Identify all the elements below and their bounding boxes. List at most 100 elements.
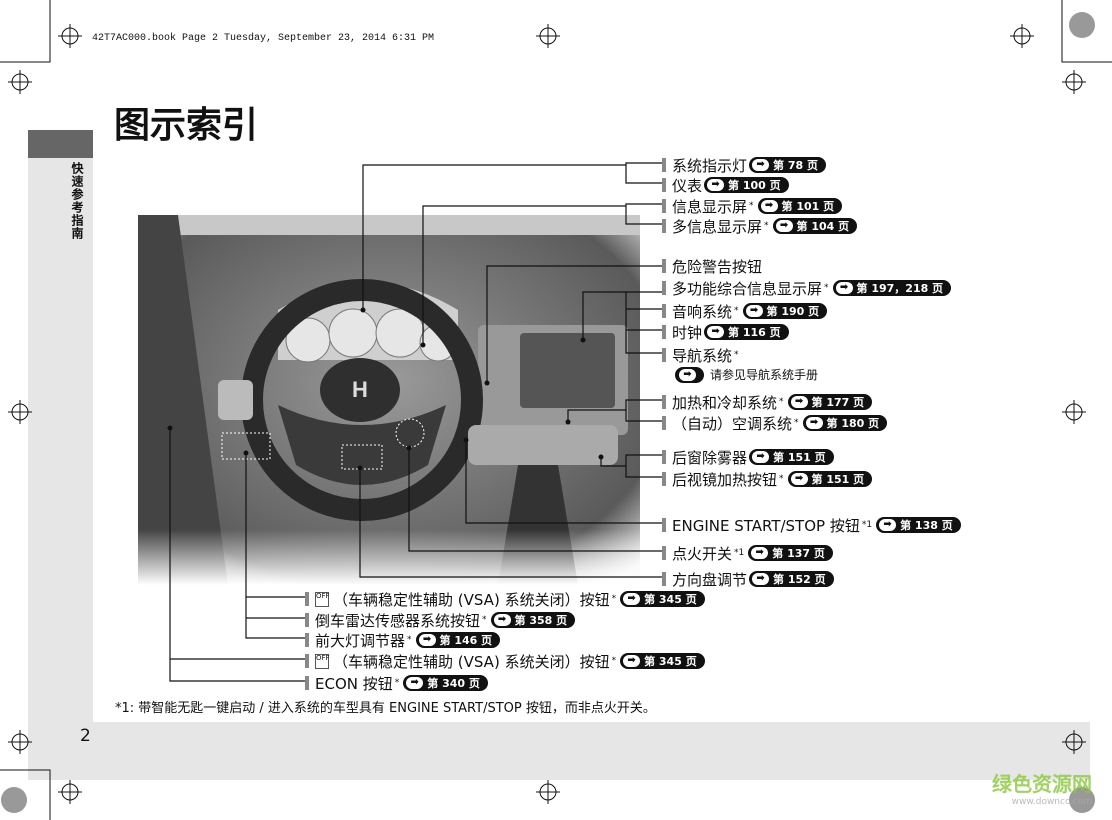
callout-label: OFF（车辆稳定性辅助 (VSA) 系统关闭）按钮*➡第 345 页 — [305, 651, 705, 671]
label-text: 系统指示灯 — [672, 156, 748, 175]
page-ref-link[interactable]: ➡第 116 页 — [704, 324, 789, 340]
arrow-right-icon: ➡ — [790, 473, 808, 485]
label-text: （自动）空调系统 — [672, 414, 793, 433]
callout-label: 多功能综合信息显示屏*➡第 197，218 页 — [662, 278, 952, 298]
footnote-marker: * — [779, 397, 784, 407]
callout-label: ECON 按钮*➡第 340 页 — [305, 673, 488, 693]
arrow-right-icon: ➡ — [790, 396, 808, 408]
page-ref-text: 第 190 页 — [766, 305, 820, 318]
label-marker — [305, 592, 309, 606]
callout-label: 信息显示屏*➡第 101 页 — [662, 196, 843, 216]
page-ref-link[interactable]: ➡第 100 页 — [704, 177, 789, 193]
arrow-right-icon: ➡ — [493, 614, 511, 626]
page-ref-link[interactable]: ➡第 104 页 — [772, 218, 858, 234]
label-text: 导航系统 — [672, 346, 733, 365]
label-text: 加热和冷却系统 — [672, 393, 778, 412]
label-text: 后窗除雾器 — [672, 448, 748, 467]
arrow-right-icon: ➡ — [623, 593, 641, 605]
page-ref-text: 第 197，218 页 — [856, 282, 944, 295]
arrow-right-icon: ➡ — [418, 634, 436, 646]
page-ref-link[interactable]: ➡第 78 页 — [749, 157, 826, 173]
page-ref-text: 第 146 页 — [439, 634, 493, 647]
callout-label: 危险警告按钮 — [662, 256, 762, 276]
callout-label: OFF（车辆稳定性辅助 (VSA) 系统关闭）按钮*➡第 345 页 — [305, 589, 705, 609]
page-ref-text: 第 78 页 — [773, 159, 818, 172]
callout-label: 前大灯调节器*➡第 146 页 — [305, 630, 501, 650]
label-marker — [662, 281, 666, 295]
nav-sub-text: 请参见导航系统手册 — [710, 368, 819, 382]
dashboard-illustration: H — [138, 215, 640, 585]
footnote-marker: *1 — [861, 520, 873, 530]
label-text: 点火开关 — [672, 544, 733, 563]
page-ref-link[interactable]: ➡第 180 页 — [802, 415, 888, 431]
label-text: ENGINE START/STOP 按钮 — [672, 516, 860, 535]
page-ref-link[interactable]: ➡第 197，218 页 — [832, 280, 952, 296]
label-marker — [662, 325, 666, 339]
page-ref-link[interactable]: ➡第 177 页 — [787, 394, 873, 410]
arrow-right-icon: ➡ — [760, 200, 778, 212]
page-ref-link[interactable]: ➡第 101 页 — [757, 198, 843, 214]
arrow-right-icon: ➡ — [623, 655, 641, 667]
page-ref-text: 第 101 页 — [781, 200, 835, 213]
footnote-marker: * — [407, 635, 412, 645]
label-marker — [662, 199, 666, 213]
page-ref-link[interactable]: ➡第 152 页 — [749, 571, 834, 587]
page-ref-link[interactable]: ➡第 345 页 — [620, 591, 705, 607]
arrow-right-icon: ➡ — [707, 326, 725, 338]
page-ref-link[interactable]: ➡第 190 页 — [742, 303, 828, 319]
label-marker — [662, 259, 666, 273]
page-ref-link[interactable]: ➡第 358 页 — [490, 612, 576, 628]
label-text: 时钟 — [672, 323, 703, 342]
footnote-marker: * — [734, 306, 739, 316]
arrow-right-icon: ➡ — [879, 519, 897, 531]
page-ref-text: 第 104 页 — [796, 220, 850, 233]
label-text: 方向盘调节 — [672, 570, 748, 589]
page-ref-link[interactable]: ➡第 345 页 — [620, 653, 705, 669]
label-marker — [662, 546, 666, 560]
callout-label: （自动）空调系统*➡第 180 页 — [662, 413, 888, 433]
arrow-right-icon: ➡ — [805, 417, 823, 429]
footnote-marker: * — [779, 474, 784, 484]
page-ref-text: 第 100 页 — [728, 179, 781, 192]
arrow-right-icon: ➡ — [751, 547, 769, 559]
page-ref-link[interactable]: ➡第 151 页 — [787, 471, 873, 487]
callout-label: 仪表➡第 100 页 — [662, 175, 789, 195]
label-text: 危险警告按钮 — [672, 257, 763, 276]
page-ref-text: 第 345 页 — [644, 655, 697, 668]
page-ref-text: 第 358 页 — [514, 614, 568, 627]
arrow-right-icon: ➡ — [752, 159, 770, 171]
label-marker — [662, 450, 666, 464]
label-marker — [662, 518, 666, 532]
page-ref-text: 第 345 页 — [644, 593, 697, 606]
callout-label: 导航系统* — [662, 345, 741, 365]
ref-pill[interactable]: ➡ — [675, 366, 704, 383]
callout-label: 加热和冷却系统*➡第 177 页 — [662, 392, 873, 412]
label-text: 倒车雷达传感器系统按钮 — [315, 611, 481, 630]
page-ref-link[interactable]: ➡第 151 页 — [749, 449, 834, 465]
arrow-right-icon: ➡ — [679, 368, 696, 381]
footnote-marker: * — [611, 594, 617, 604]
sidebar-tab — [28, 130, 93, 158]
page-ref-link[interactable]: ➡第 146 页 — [415, 632, 501, 648]
page-ref-link[interactable]: ➡第 340 页 — [403, 675, 488, 691]
page-ref-link[interactable]: ➡第 138 页 — [876, 517, 961, 533]
label-marker — [305, 676, 309, 690]
label-marker — [662, 472, 666, 486]
label-marker — [662, 178, 666, 192]
label-marker — [662, 219, 666, 233]
callout-label: 多信息显示屏*➡第 104 页 — [662, 216, 858, 236]
vsa-off-icon: OFF — [315, 591, 330, 607]
arrow-right-icon: ➡ — [752, 451, 770, 463]
label-marker — [662, 395, 666, 409]
arrow-right-icon: ➡ — [752, 573, 770, 585]
arrow-right-icon: ➡ — [835, 282, 853, 294]
page-ref-text: 第 138 页 — [900, 519, 953, 532]
label-text: 前大灯调节器 — [315, 631, 406, 650]
page-ref-link[interactable]: ➡第 137 页 — [748, 545, 833, 561]
callout-label: 音响系统*➡第 190 页 — [662, 301, 828, 321]
callout-label: 方向盘调节➡第 152 页 — [662, 569, 834, 589]
sidebar-band — [28, 130, 93, 780]
